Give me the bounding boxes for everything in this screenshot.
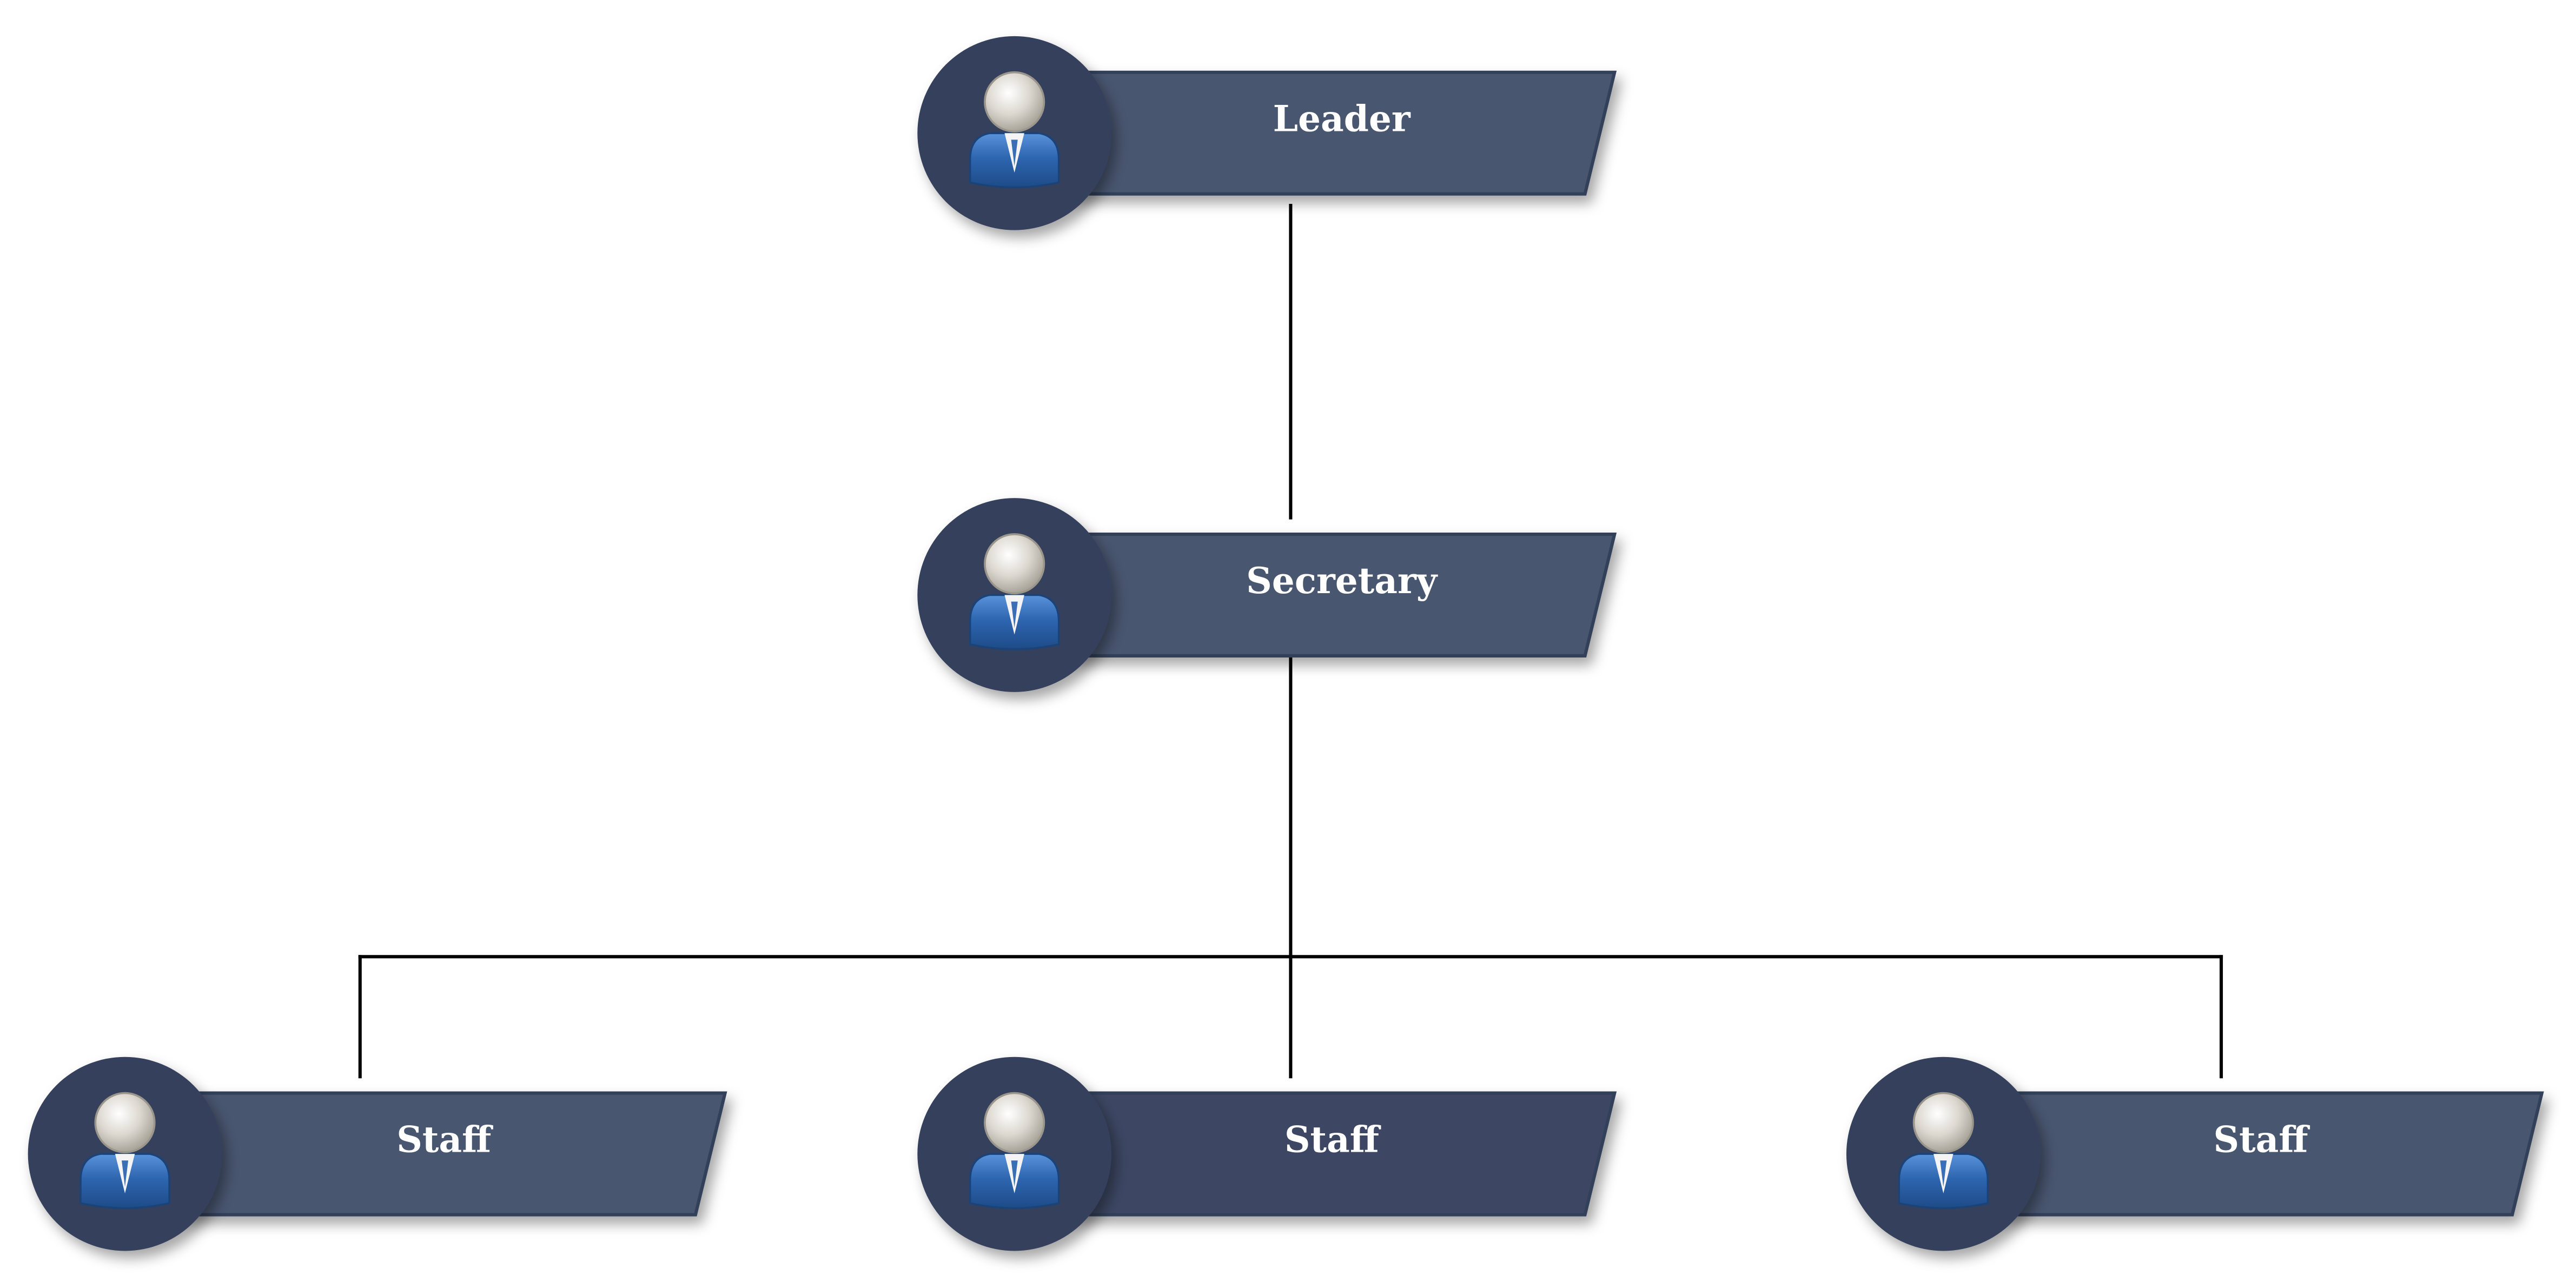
node-label: Staff xyxy=(396,1119,493,1161)
person-icon xyxy=(969,71,1060,189)
node-staff-right[interactable]: Staff xyxy=(1846,1057,2544,1251)
node-label: Staff xyxy=(2213,1119,2310,1161)
node-label: Staff xyxy=(1284,1119,1381,1161)
node-label: Leader xyxy=(1273,98,1411,140)
node-label: Secretary xyxy=(1246,560,1438,602)
node-staff-center[interactable]: Staff xyxy=(917,1057,1617,1251)
node-staff-left[interactable]: Staff xyxy=(28,1057,727,1251)
connectors xyxy=(358,203,2223,1079)
node-leader[interactable]: Leader xyxy=(917,36,1617,230)
node-secretary[interactable]: Secretary xyxy=(917,498,1617,692)
person-icon xyxy=(969,533,1060,650)
person-icon xyxy=(969,1092,1060,1210)
person-icon xyxy=(80,1092,170,1210)
person-icon xyxy=(1898,1092,1989,1210)
